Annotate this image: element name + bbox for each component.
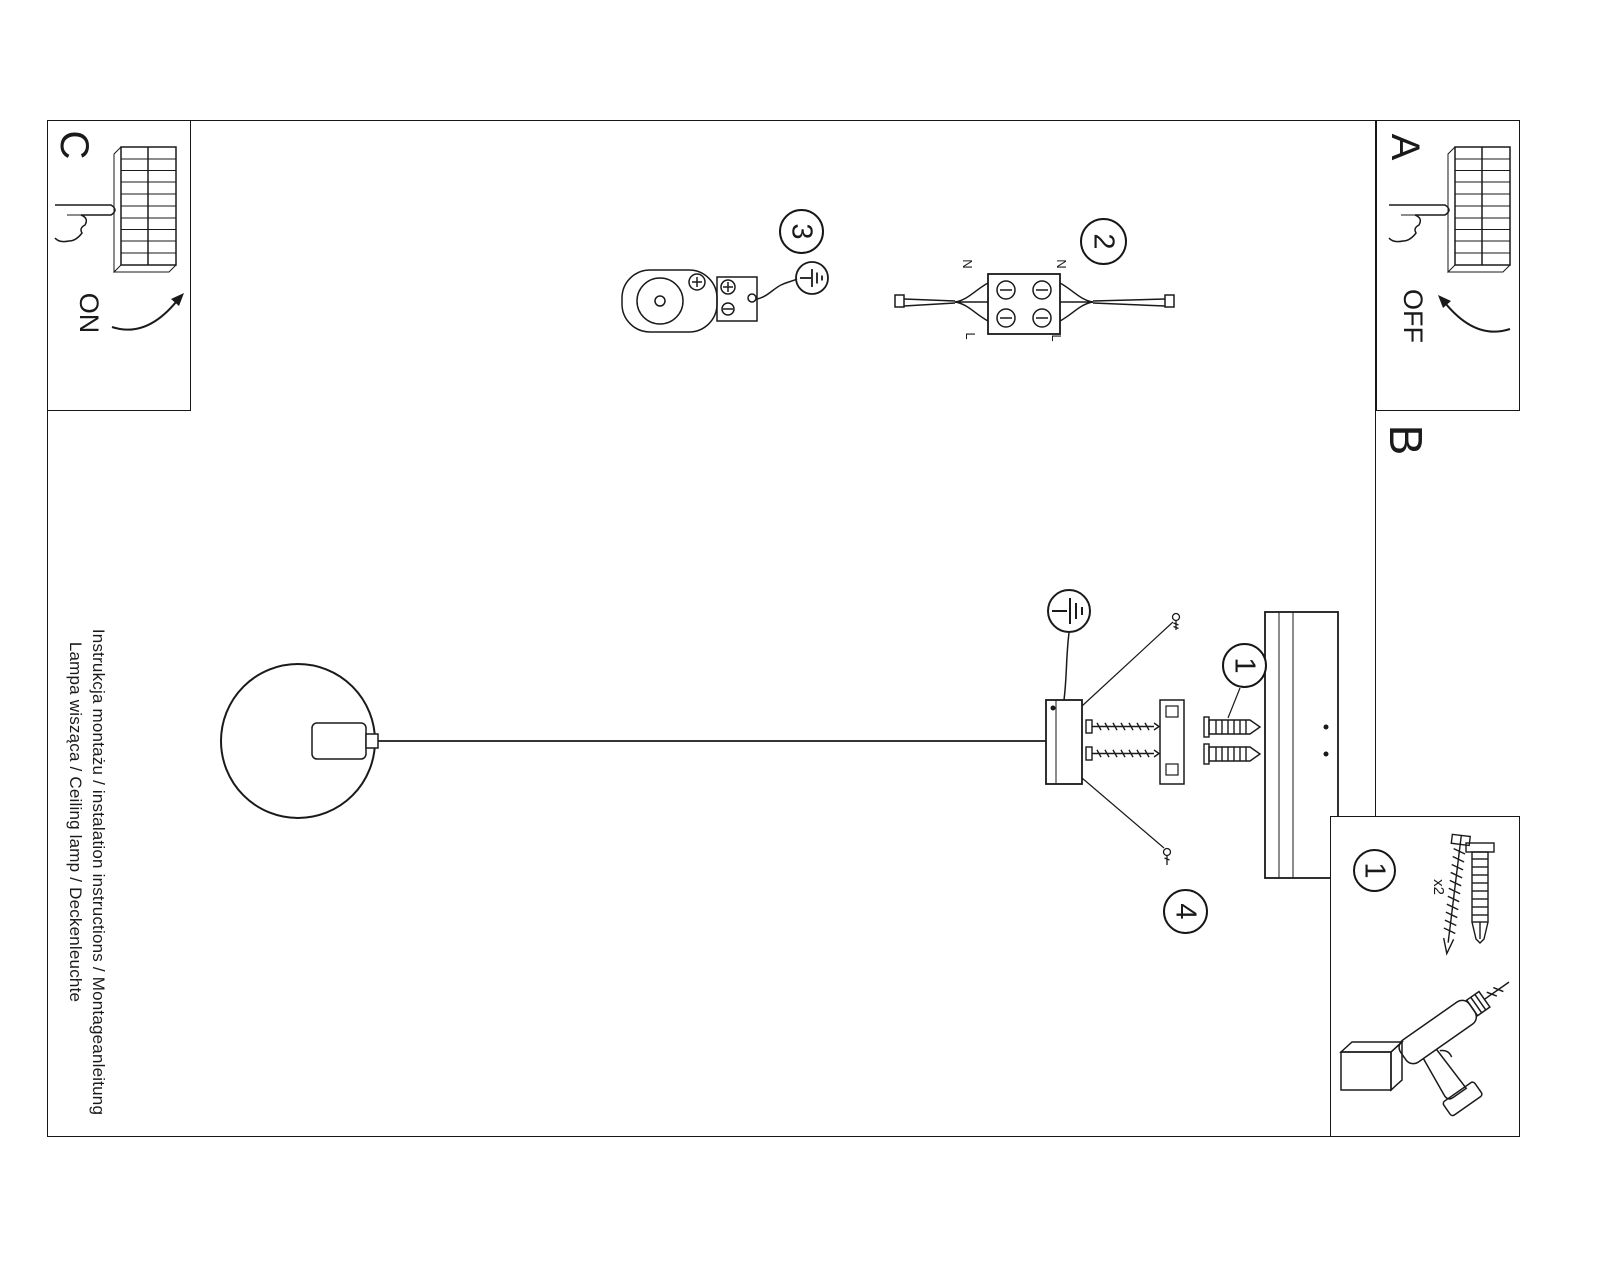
wall-plug-icon	[1203, 743, 1262, 765]
ceiling-panel	[1264, 611, 1339, 879]
wire-label-l-right: L	[1049, 334, 1065, 342]
step-2-number: 2	[1087, 233, 1120, 250]
panel-c: C	[47, 120, 191, 411]
ground-symbol-icon	[1047, 589, 1091, 633]
terminal-block-illustration	[894, 273, 1175, 335]
switch-on-label: ON	[74, 292, 105, 334]
step-2-badge: 2	[1080, 218, 1127, 265]
mounting-bracket	[1159, 699, 1185, 785]
small-screw-icon	[1171, 612, 1181, 630]
ground-wire	[756, 278, 798, 300]
step-1-number: 1	[1228, 657, 1261, 674]
screw-head-icon	[688, 273, 706, 291]
ground-wire	[1063, 632, 1070, 701]
mounting-screw-illustration	[1442, 833, 1472, 956]
step-4-number: 4	[1169, 903, 1202, 920]
bulb-socket	[311, 722, 367, 760]
mounting-screw-icon	[1085, 719, 1161, 734]
wire-label-n-right: N	[1054, 259, 1070, 269]
mounting-screw-icon	[1085, 746, 1161, 761]
step-3-badge: 3	[779, 209, 824, 254]
wall-plug-icon	[1203, 716, 1262, 738]
pendant-lamp-mounting-illustration	[220, 589, 1339, 879]
lamp-socket-illustration	[621, 261, 829, 333]
switch-hand-on-illustration	[54, 146, 177, 274]
pointing-hand-icon	[54, 204, 116, 243]
wall-plug-illustration	[1465, 842, 1495, 944]
parts-step-badge: 1	[1353, 849, 1396, 892]
sheet-title-line2: Lampa wisząca / Ceiling lamp / Deckenleu…	[66, 641, 85, 1003]
small-screw-icon	[1162, 847, 1172, 865]
step-4-badge: 4	[1163, 889, 1208, 934]
parts-step-number: 1	[1358, 862, 1391, 879]
wire-label-n-left: N	[960, 259, 976, 269]
terminal-screw-icon	[721, 302, 735, 316]
drill-illustration	[1339, 981, 1510, 1117]
pointing-hand-icon	[1388, 204, 1450, 243]
switch-hand-off-illustration	[1388, 146, 1511, 274]
ground-symbol-icon	[795, 261, 829, 295]
parts-box: 1	[1330, 816, 1520, 1137]
terminal-screw-icon	[720, 279, 736, 295]
panel-b-label: B	[1380, 424, 1432, 456]
arrow-off-icon	[1438, 295, 1511, 333]
switch-off-label: OFF	[1398, 289, 1429, 343]
terminal-screws	[996, 280, 1052, 328]
panel-a: A	[1376, 120, 1520, 411]
parts-quantity-label: x2	[1430, 879, 1448, 895]
sheet-title-line1: Instrukcja montażu / instalation instruc…	[89, 628, 108, 1116]
step-3-number: 3	[785, 223, 818, 240]
main-frame	[47, 120, 1376, 1137]
arrow-on-icon	[111, 293, 184, 331]
ceiling-canopy	[1045, 699, 1083, 785]
wire-label-l-left: L	[963, 332, 979, 340]
step-1-badge: 1	[1222, 643, 1267, 688]
